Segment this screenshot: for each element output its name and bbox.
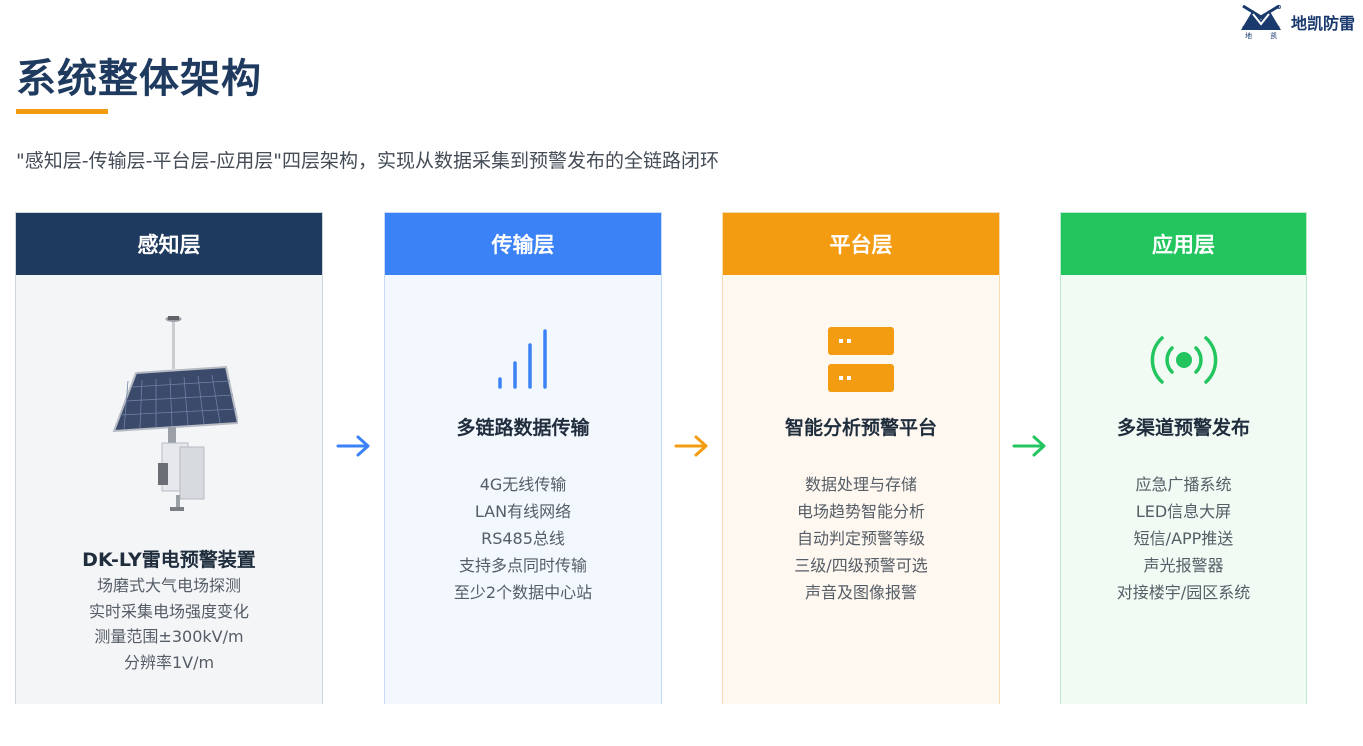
list-item: RS485总线 <box>481 529 565 548</box>
list-item: 场磨式大气电场探测 <box>96 576 241 595</box>
device-title: DK-LY雷电预警装置 <box>82 549 256 571</box>
platform-layer-card: 平台层 智能分析预警平台 数据处理与存储 电场趋势智能分析 自动判定预警等级 三… <box>722 212 1000 704</box>
logo-mark-text: 地 凯 <box>1244 32 1286 40</box>
list-item: 三级/四级预警可选 <box>794 556 928 575</box>
list-item: 自动判定预警等级 <box>796 529 925 548</box>
application-layer-body: 多渠道预警发布 应急广播系统 LED信息大屏 短信/APP推送 声光报警器 对接… <box>1061 275 1306 704</box>
list-item: 分辨率1V/m <box>123 652 215 672</box>
list-item: 电场趋势智能分析 <box>796 502 925 521</box>
platform-layer-header: 平台层 <box>723 213 999 275</box>
title-underline <box>16 109 108 114</box>
list-item: 短信/APP推送 <box>1133 529 1234 548</box>
arrow-right-icon <box>674 435 708 457</box>
brand-logo: 地 凯 地凯防雷 <box>1239 4 1355 40</box>
platform-layer-body: 智能分析预警平台 数据处理与存储 电场趋势智能分析 自动判定预警等级 三级/四级… <box>723 275 999 704</box>
application-title: 多渠道预警发布 <box>1116 417 1250 439</box>
list-item: 应急广播系统 <box>1135 475 1232 494</box>
list-item: 声音及图像报警 <box>804 583 917 602</box>
server-icon <box>828 327 894 392</box>
list-item: 声光报警器 <box>1143 556 1224 575</box>
arrow-right-icon <box>1012 435 1046 457</box>
application-layer-header: 应用层 <box>1061 213 1306 275</box>
logo-text: 地凯防雷 <box>1290 14 1355 33</box>
transmission-feature-list: 4G无线传输 LAN有线网络 RS485总线 支持多点同时传输 至少2个数据中心… <box>385 471 661 606</box>
sense-layer-header: 感知层 <box>16 213 322 275</box>
broadcast-icon <box>1150 336 1217 384</box>
list-item: LAN有线网络 <box>474 502 572 521</box>
transmission-layer-card: 传输层 多链路数据传输 4G无线传输 LAN有线网络 RS485总线 支持多点同… <box>384 212 662 704</box>
lightning-logo-icon: 地 凯 <box>1239 4 1283 40</box>
sense-layer-card: 感知层 DK-LY雷电预警装置 <box>15 212 323 704</box>
transmission-layer-body: 多链路数据传输 4G无线传输 LAN有线网络 RS485总线 支持多点同时传输 … <box>385 275 661 704</box>
list-item: 支持多点同时传输 <box>458 556 587 575</box>
platform-feature-list: 数据处理与存储 电场趋势智能分析 自动判定预警等级 三级/四级预警可选 声音及图… <box>723 471 999 606</box>
list-item: 至少2个数据中心站 <box>453 583 593 602</box>
lightning-warning-device-image <box>112 316 238 511</box>
page-subtitle: "感知层-传输层-平台层-应用层"四层架构，实现从数据采集到预警发布的全链路闭环 <box>16 150 720 172</box>
sense-layer-body: DK-LY雷电预警装置 场磨式大气电场探测 实时采集电场强度变化 测量范围±30… <box>16 275 322 704</box>
application-feature-list: 应急广播系统 LED信息大屏 短信/APP推送 声光报警器 对接楼宇/园区系统 <box>1061 471 1306 606</box>
arrow-right-icon <box>336 435 370 457</box>
list-item: LED信息大屏 <box>1135 502 1232 521</box>
sense-feature-list: 场磨式大气电场探测 实时采集电场强度变化 测量范围±300kV/m 分辨率1V/… <box>16 573 322 675</box>
list-item: 数据处理与存储 <box>804 475 917 494</box>
list-item: 测量范围±300kV/m <box>94 627 244 646</box>
list-item: 对接楼宇/园区系统 <box>1116 583 1251 602</box>
signal-bars-icon <box>498 329 547 389</box>
platform-title: 智能分析预警平台 <box>784 417 937 439</box>
list-item: 实时采集电场强度变化 <box>88 601 249 621</box>
page-title: 系统整体架构 <box>16 56 262 102</box>
transmission-title: 多链路数据传输 <box>456 417 590 439</box>
application-layer-card: 应用层 多渠道预警发布 应急广播系统 LED信息大屏 短信/APP推送 声光报警… <box>1060 212 1307 704</box>
transmission-layer-header: 传输层 <box>385 213 661 275</box>
list-item: 4G无线传输 <box>479 475 567 494</box>
